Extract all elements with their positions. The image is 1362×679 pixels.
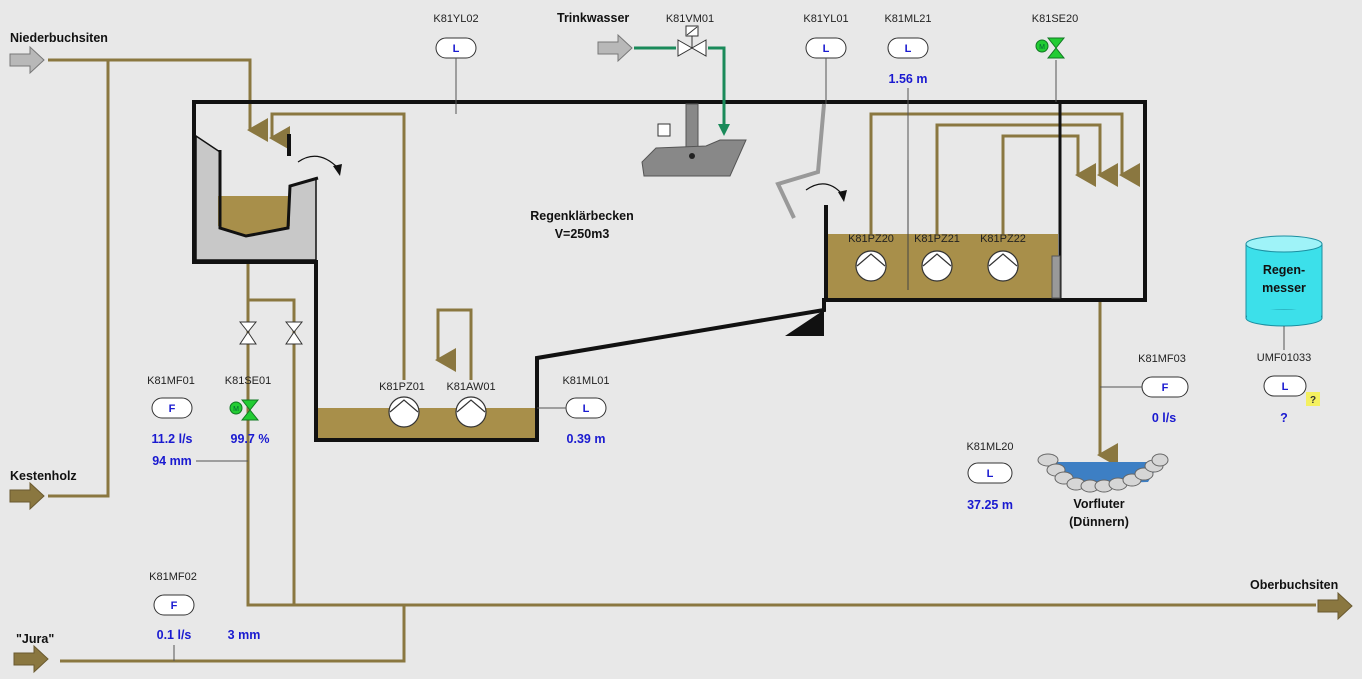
tag-k81ml01: K81ML01	[562, 375, 609, 387]
outfall-label-2: (Dünnern)	[1069, 515, 1129, 529]
motor-valve-k81se20[interactable]: M	[1035, 37, 1066, 59]
value-k81mf01-flow: 11.2 l/s	[151, 432, 192, 446]
svg-text:L: L	[987, 468, 994, 480]
basin-outline	[192, 100, 1147, 442]
indicator-k81ml21[interactable]: L	[887, 37, 929, 59]
inlet-label-niederbuchsiten: Niederbuchsiten	[10, 31, 108, 45]
overflow-weir	[775, 103, 826, 219]
outfall-label-1: Vorfluter	[1073, 497, 1124, 511]
indicator-umf01033[interactable]: L	[1263, 375, 1307, 397]
basin-name: Regenklärbecken	[530, 209, 634, 223]
inlet-arrow-trinkwasser[interactable]	[597, 33, 633, 63]
drinking-water-pipe	[634, 46, 730, 136]
value-k81mf03: 0 l/s	[1152, 411, 1176, 425]
inlet-chamber	[195, 134, 342, 261]
indicator-k81ml20[interactable]: L	[967, 462, 1013, 484]
indicator-k81mf03[interactable]: F	[1141, 376, 1189, 398]
tag-k81se20: K81SE20	[1032, 13, 1078, 25]
tag-k81ml20: K81ML20	[966, 441, 1013, 453]
inlet-label-kestenholz: Kestenholz	[10, 469, 77, 483]
rain-gauge-label-1: Regen-	[1263, 263, 1305, 277]
svg-text:L: L	[453, 43, 460, 55]
outlet-arrow-oberbuchsiten[interactable]	[1317, 591, 1353, 621]
tag-k81ml21: K81ML21	[884, 13, 931, 25]
valve-bypass-left[interactable]	[238, 321, 258, 345]
tag-k81vm01: K81VM01	[666, 13, 714, 25]
tag-k81mf03: K81MF03	[1138, 353, 1186, 365]
tag-k81se01: K81SE01	[225, 375, 271, 387]
tag-k81pz21: K81PZ21	[914, 233, 960, 245]
tag-umf01033: UMF01033	[1257, 352, 1311, 364]
svg-text:L: L	[823, 43, 830, 55]
tag-k81mf01: K81MF01	[147, 375, 195, 387]
tag-k81yl01: K81YL01	[803, 13, 848, 25]
pump-k81pz21[interactable]	[921, 250, 953, 282]
rain-gauge-cylinder[interactable]	[1245, 235, 1323, 327]
rain-gauge-label-2: messer	[1262, 281, 1306, 295]
inlet-label-trinkwasser: Trinkwasser	[557, 11, 629, 25]
value-k81mf01-level: 94 mm	[152, 454, 192, 468]
pump-k81aw01[interactable]	[455, 396, 487, 428]
inlet-arrow-niederbuchsiten[interactable]	[9, 45, 45, 75]
value-k81ml01: 0.39 m	[567, 432, 606, 446]
inlet-pipes	[48, 58, 1316, 663]
svg-text:L: L	[905, 43, 912, 55]
value-k81mf02-flow: 0.1 l/s	[157, 628, 192, 642]
valve-bypass-right[interactable]	[284, 321, 304, 345]
svg-text:F: F	[169, 403, 176, 415]
value-k81ml21: 1.56 m	[889, 72, 928, 86]
inlet-label-jura: "Jura"	[16, 632, 54, 646]
tag-k81pz01: K81PZ01	[379, 381, 425, 393]
svg-text:F: F	[1162, 382, 1169, 394]
tag-k81pz22: K81PZ22	[980, 233, 1026, 245]
value-k81se01: 99.7 %	[231, 432, 270, 446]
outlet-label-oberbuchsiten: Oberbuchsiten	[1250, 578, 1338, 592]
pump-k81pz01[interactable]	[388, 396, 420, 428]
basin-ramp	[785, 310, 824, 336]
value-k81ml20: 37.25 m	[967, 498, 1013, 512]
outfall-pond	[1037, 453, 1169, 493]
indicator-k81yl02[interactable]: L	[435, 37, 477, 59]
valve-k81vm01[interactable]	[677, 25, 707, 57]
basin-sludge	[318, 408, 535, 438]
svg-text:L: L	[583, 403, 590, 415]
motor-valve-k81se01[interactable]: M	[229, 399, 260, 421]
indicator-k81ml01[interactable]: L	[565, 397, 607, 419]
tag-k81yl02: K81YL02	[433, 13, 478, 25]
svg-text:F: F	[171, 600, 178, 612]
value-umf01033: ?	[1280, 411, 1288, 425]
svg-text:M: M	[1039, 44, 1045, 51]
alarm-badge[interactable]	[1306, 392, 1320, 406]
indicator-k81mf01[interactable]: F	[151, 397, 193, 419]
indicator-k81mf02[interactable]: F	[153, 594, 195, 616]
svg-text:M: M	[233, 406, 239, 413]
tag-k81aw01: K81AW01	[446, 381, 495, 393]
inlet-arrow-kestenholz[interactable]	[9, 481, 45, 511]
svg-text:L: L	[1282, 381, 1289, 393]
pump-k81pz20[interactable]	[855, 250, 887, 282]
value-k81mf02-level: 3 mm	[228, 628, 261, 642]
pump-k81pz22[interactable]	[987, 250, 1019, 282]
indicator-k81yl01[interactable]: L	[805, 37, 847, 59]
tag-k81mf02: K81MF02	[149, 571, 197, 583]
svg-text:?: ?	[1310, 395, 1316, 406]
cleaning-gate[interactable]	[641, 103, 747, 177]
tag-k81pz20: K81PZ20	[848, 233, 894, 245]
basin-volume: V=250m3	[555, 227, 610, 241]
inlet-arrow-jura[interactable]	[13, 644, 49, 674]
